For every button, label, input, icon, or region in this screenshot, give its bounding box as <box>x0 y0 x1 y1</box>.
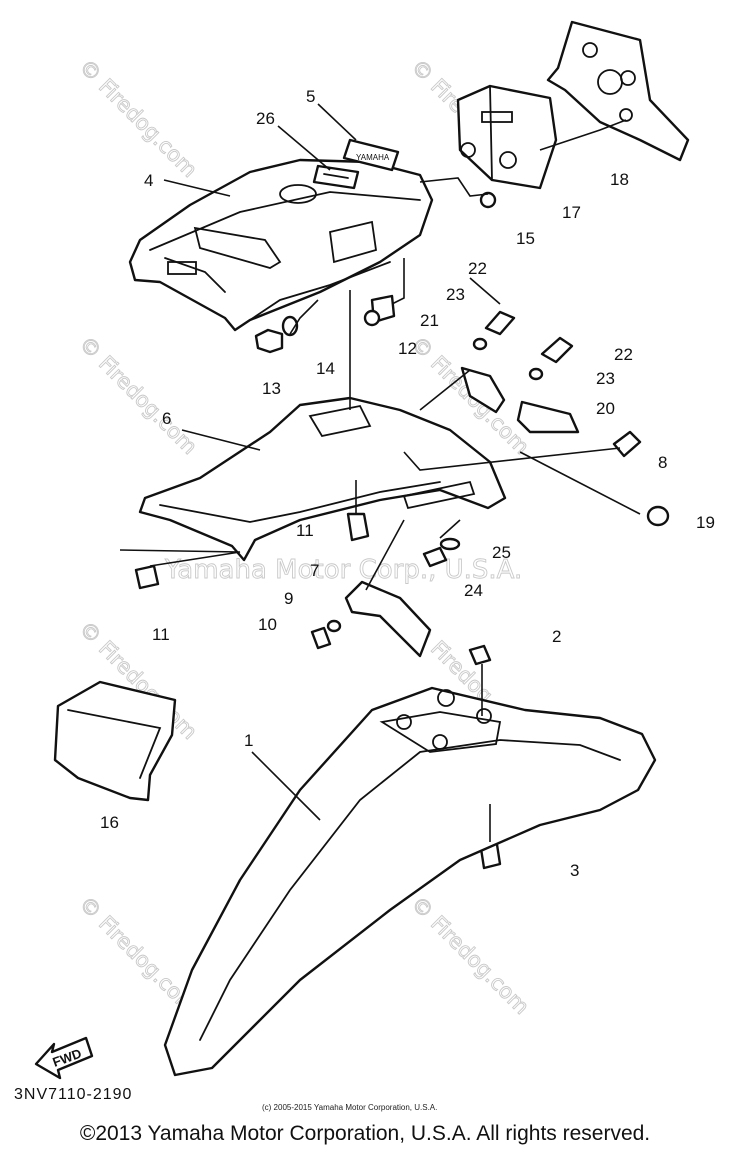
part-23-washer-b <box>528 367 544 381</box>
callout-18: 18 <box>610 170 629 189</box>
callout-22-right: 22 <box>614 345 633 364</box>
part-15-nut <box>479 191 497 209</box>
part-10-nut <box>310 626 332 650</box>
callout-16: 16 <box>100 813 119 832</box>
part-11-bolt-a <box>346 512 370 542</box>
callouts: 5 26 4 17 18 15 22 23 21 12 14 13 22 23 … <box>100 87 715 880</box>
part-9-washer <box>326 619 342 633</box>
part-8-bolt <box>612 430 642 458</box>
callout-12: 12 <box>398 339 417 358</box>
part-19-cap <box>646 505 670 527</box>
watermark-firedog-3: © Firedog.com <box>74 332 201 459</box>
part-12-bolt <box>363 294 396 327</box>
callout-19: 19 <box>696 513 715 532</box>
callout-25: 25 <box>492 543 511 562</box>
callout-11-center: 11 <box>296 521 314 540</box>
part-1-fender <box>163 686 657 1077</box>
part-13-screw <box>254 328 284 354</box>
part-18-bracket <box>546 20 690 162</box>
watermark-firedog-1: © Firedog.com <box>74 55 201 182</box>
callout-4: 4 <box>144 171 153 190</box>
copyright-footer: ©2013 Yamaha Motor Corporation, U.S.A. A… <box>79 1122 651 1145</box>
callout-14: 14 <box>316 359 335 378</box>
part-25-washer <box>439 537 461 551</box>
part-14-washer <box>281 315 299 337</box>
callout-8: 8 <box>658 453 667 472</box>
callout-15: 15 <box>516 229 535 248</box>
part-22-screw-b <box>540 336 574 364</box>
part-21-stay <box>460 366 506 414</box>
callout-6: 6 <box>162 409 171 428</box>
part-17-lamp <box>456 84 558 190</box>
callout-23-right: 23 <box>596 369 615 388</box>
part-26-label <box>312 164 360 190</box>
callout-13: 13 <box>262 379 281 398</box>
small-copyright: (c) 2005-2015 Yamaha Motor Corporation, … <box>262 1103 438 1112</box>
watermark-firedog-8: © Firedog.com <box>406 892 533 1019</box>
part-20-stay <box>516 400 580 434</box>
callout-20: 20 <box>596 399 615 418</box>
callout-1: 1 <box>244 731 253 750</box>
callout-9: 9 <box>284 589 293 608</box>
fwd-arrow-icon: FWD <box>34 1036 94 1080</box>
callout-2: 2 <box>552 627 561 646</box>
part-2-nut <box>468 644 492 666</box>
callout-7: 7 <box>310 561 319 580</box>
callout-22-top: 22 <box>468 259 487 278</box>
part-16-flap <box>53 680 177 802</box>
leader-lines <box>119 103 641 842</box>
part-22-screw-a <box>484 310 516 336</box>
emblem-text: YAMAHA <box>356 153 390 162</box>
part-24-nut <box>422 546 448 568</box>
watermark-yamaha: Yamaha Motor Corp., U.S.A. <box>164 555 522 585</box>
part-23-washer-a <box>472 337 488 351</box>
callout-5: 5 <box>306 87 315 106</box>
part-5-emblem: YAMAHA <box>342 138 400 172</box>
callout-23-top: 23 <box>446 285 465 304</box>
diagram-code: 3NV7110-2190 <box>14 1086 133 1103</box>
callout-26: 26 <box>256 109 275 128</box>
callout-3: 3 <box>570 861 579 880</box>
part-6-fender-section <box>138 396 507 562</box>
callout-10: 10 <box>258 615 277 634</box>
part-7-stay <box>344 580 432 658</box>
callout-24: 24 <box>464 581 483 600</box>
callout-21: 21 <box>420 311 439 330</box>
part-11-bolt-b <box>134 564 160 590</box>
part-4-cover <box>128 158 434 332</box>
callout-17: 17 <box>562 203 581 222</box>
callout-11-left: 11 <box>152 625 170 644</box>
